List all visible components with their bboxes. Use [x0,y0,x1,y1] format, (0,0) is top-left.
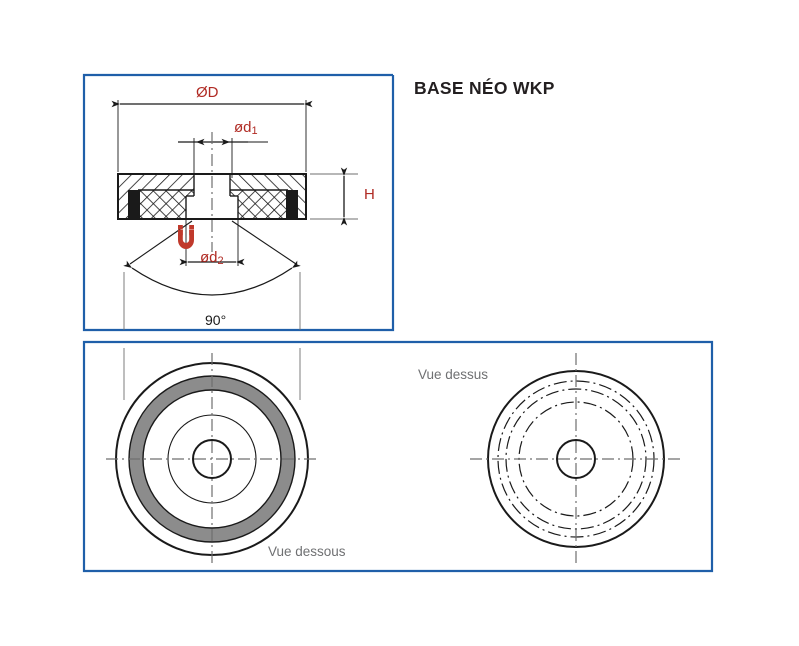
bottom-view [106,348,318,565]
upper-panel-frame [82,73,395,332]
magnet-ring-left [128,190,140,219]
extension-lines [117,100,307,178]
bottom-view-label: Vue dessous [268,544,346,559]
height-dimension [310,167,358,226]
magnet-ring-right [286,190,298,219]
bore-diameter-label: ød1 [234,119,258,137]
top-view-centerlines [470,353,682,565]
height-label: H [364,186,375,203]
outer-diameter-label: ØD [196,84,219,101]
horseshoe-magnet-icon [178,225,194,249]
angle-label: 90° [205,312,227,328]
bottom-view-centerlines [106,353,318,565]
page-title: BASE NÉO WKP [414,78,555,98]
top-view [470,353,682,565]
pot-body-section [117,173,307,220]
lower-panel-frame [82,340,714,573]
counterbore-diameter-label: ød2 [200,249,224,267]
top-view-label: Vue dessus [418,367,489,382]
cross-section-view [111,100,358,330]
angle-dimension [123,220,301,330]
